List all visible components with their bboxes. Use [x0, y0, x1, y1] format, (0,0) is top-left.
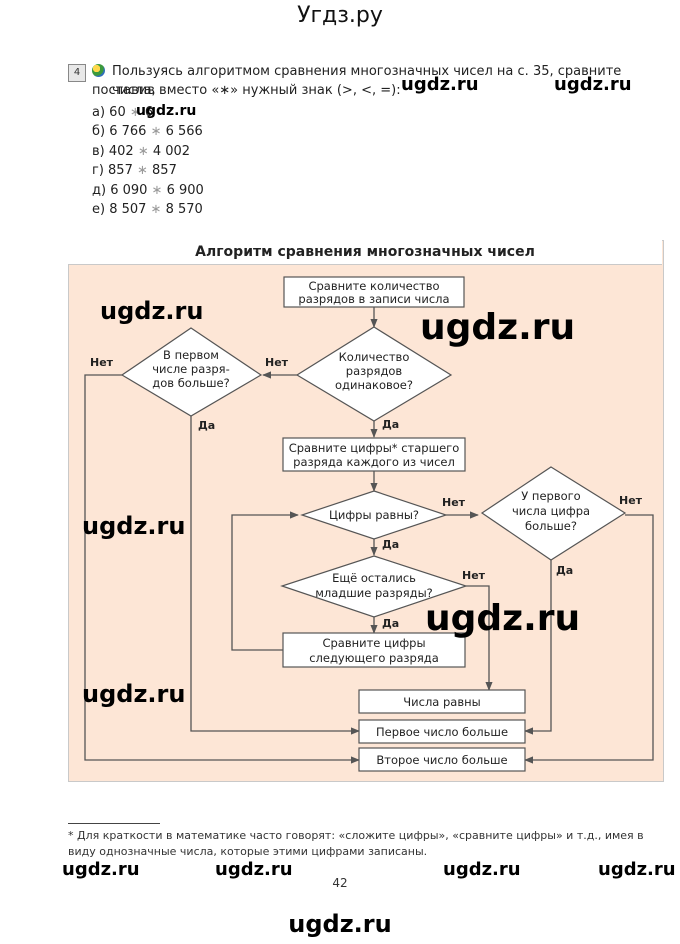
watermark: ugdz.ru: [401, 74, 479, 95]
task-item: в) 402 ∗ 4 002: [92, 143, 191, 159]
result-equal-box: [358, 689, 526, 714]
label-yes-2: Да: [382, 418, 399, 431]
watermark: ugdz.ru: [215, 859, 293, 880]
dia-first-digit-line2: числа цифра: [512, 504, 590, 518]
watermark: ugdz.ru: [82, 680, 186, 708]
label-no-3: Нет: [442, 496, 466, 509]
box-compare-next-line1: Сравните цифры: [322, 636, 425, 650]
watermark: ugdz.ru: [554, 74, 632, 95]
dia-more-digits-line1: В первом: [163, 348, 219, 362]
task-item: б) 6 766 ∗ 6 566: [92, 124, 203, 140]
dia-count-line2: разрядов: [346, 364, 403, 378]
dia-count-line1: Количество: [339, 350, 410, 364]
dia-digits-equal-text: Цифры равны?: [329, 508, 419, 522]
box-compare-count-line1: Сравните количество: [308, 279, 439, 293]
dia-more-digits-line3: дов больше?: [152, 376, 229, 390]
diamond-first-more-digits: [120, 327, 263, 417]
label-yes-3: Да: [382, 538, 399, 551]
box-compare-senior-line2: разряда каждого из чисел: [293, 455, 455, 469]
task-item: е) 8 507 ∗ 8 570: [92, 202, 203, 218]
watermark: ugdz.ru: [598, 859, 676, 880]
diamond-lower-left: [280, 555, 468, 618]
box-compare-next: [282, 632, 466, 668]
result-second-greater: Второе число больше: [376, 753, 507, 767]
watermark: ugdz.ru: [62, 859, 140, 880]
box-compare-count: [283, 276, 465, 308]
box-compare-senior-line1: Сравните цифры* старшего: [289, 441, 460, 455]
dia-first-digit-line3: больше?: [525, 519, 577, 533]
watermark: ugdz.ru: [443, 859, 521, 880]
site-title: Угдз.ру: [297, 3, 383, 28]
label-yes-5: Да: [382, 617, 399, 630]
label-no-5: Нет: [462, 569, 486, 582]
watermark: ugdz.ru: [82, 512, 186, 540]
result-first-greater: Первое число больше: [376, 725, 508, 739]
footnote: * Для краткости в математике часто говор…: [68, 829, 644, 858]
label-yes-4: Да: [556, 564, 573, 577]
diamond-digits-equal: [300, 490, 448, 540]
watermark: ugdz.ru: [425, 598, 581, 639]
footnote-rule: [68, 823, 160, 824]
dia-count-line3: одинаковое?: [335, 378, 413, 392]
algorithm-title: Алгоритм сравнения многозначных чисел: [68, 240, 662, 265]
diamond-first-digit-greater: [480, 466, 627, 561]
result-first-greater-box: [358, 719, 526, 744]
task-items: а) 60 ∗ 6 б) 6 766 ∗ 6 566 в) 402 ∗ 4 00…: [92, 103, 204, 219]
label-yes-1: Да: [198, 419, 215, 432]
diamond-count-equal: [295, 326, 453, 422]
result-second-greater-box: [358, 747, 526, 772]
label-no-1: Нет: [265, 356, 289, 369]
page-number: 42: [332, 876, 348, 890]
box-compare-senior: [282, 437, 466, 472]
dia-first-digit-line1: У первого: [521, 489, 580, 503]
globe-icon: [92, 64, 105, 77]
box-compare-count-line2: разрядов в записи числа: [298, 292, 449, 306]
box-compare-next-line2: следующего разряда: [309, 651, 439, 665]
footer-watermark: ugdz.ru: [288, 910, 392, 938]
task-item: а) 60 ∗ 6: [92, 105, 154, 120]
label-no-2: Нет: [90, 356, 114, 369]
watermark: ugdz.ru: [420, 307, 576, 348]
result-equal: Числа равны: [403, 695, 480, 709]
dia-lower-left-line2: младшие разряды?: [315, 586, 433, 600]
task-item: г) 857 ∗ 857: [92, 163, 177, 179]
task-text-line1: Пользуясь алгоритмом сравнения многознач…: [112, 64, 622, 98]
label-no-4: Нет: [619, 494, 643, 507]
dia-lower-left-line1: Ещё остались: [332, 571, 416, 585]
task-item: д) 6 090 ∗ 6 900: [92, 182, 204, 198]
task-number: 4: [68, 64, 86, 82]
dia-more-digits-line2: числе разря-: [152, 362, 230, 376]
task-text-line2: поставив вместо «∗» нужный знак (>, <, =…: [92, 83, 401, 98]
watermark: ugdz.ru: [100, 297, 204, 325]
watermark: ugdz.ru: [136, 103, 197, 119]
